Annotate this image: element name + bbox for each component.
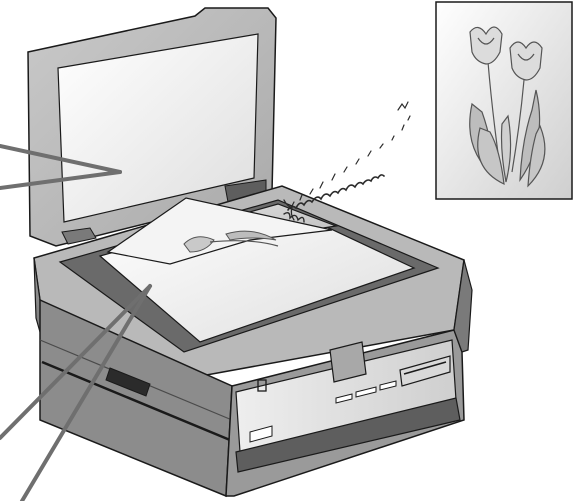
magnified-photo-inset [436,2,572,199]
dust-smudge [284,102,410,222]
